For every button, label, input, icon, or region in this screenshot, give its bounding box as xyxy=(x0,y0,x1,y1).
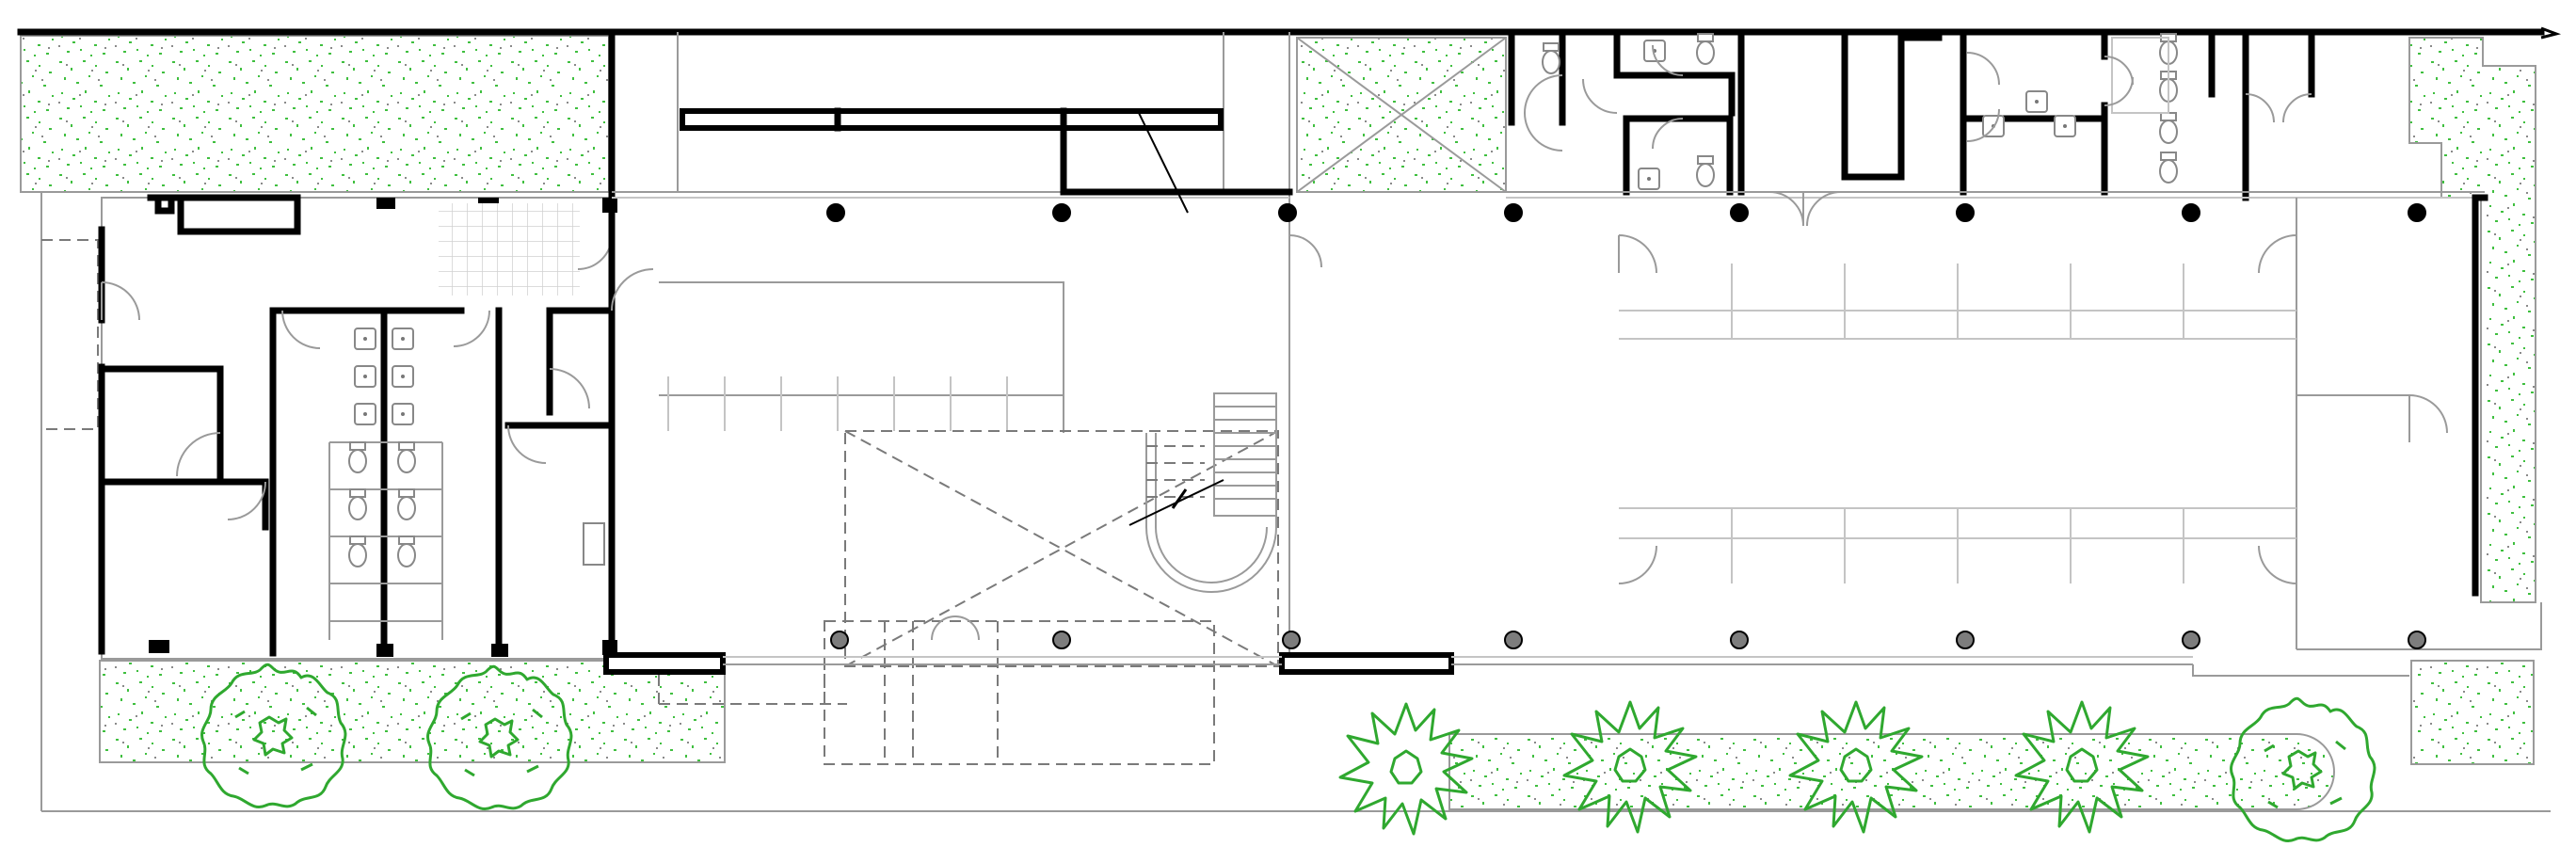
structural-columns xyxy=(826,203,2426,649)
sink-icon xyxy=(392,365,414,388)
toilet-icon xyxy=(397,535,416,567)
planting-bed-right-strip xyxy=(2408,37,2536,603)
toilet-icon xyxy=(1696,33,1715,65)
column-icon xyxy=(1730,631,1749,649)
toilet-icon xyxy=(2159,152,2178,184)
column-icon xyxy=(1052,631,1071,649)
toilet-icon xyxy=(348,535,367,567)
column-icon xyxy=(2182,631,2200,649)
sink-icon xyxy=(354,328,376,350)
column-icon xyxy=(2408,631,2426,649)
column-icon xyxy=(1282,631,1301,649)
tiled-lobby xyxy=(439,203,580,296)
column-icon xyxy=(1504,203,1523,222)
sink-icon xyxy=(1638,168,1660,190)
sink-icon xyxy=(392,403,414,425)
right-hall xyxy=(1288,194,2542,677)
column-icon xyxy=(826,203,845,222)
sink-icon xyxy=(392,328,414,350)
column-icon xyxy=(1278,203,1297,222)
planting-bed-bottom-left xyxy=(99,660,726,763)
column-icon xyxy=(1052,203,1071,222)
column-icon xyxy=(2182,203,2200,222)
central-atrium xyxy=(603,28,1507,765)
service-block-top xyxy=(1505,33,2485,227)
sink-icon xyxy=(354,365,376,388)
column-icon xyxy=(1956,631,1975,649)
toilet-icon xyxy=(348,441,367,473)
site-boundary xyxy=(17,26,2562,812)
column-icon xyxy=(1504,631,1523,649)
column-icon xyxy=(1730,203,1749,222)
column-icon xyxy=(1956,203,1975,222)
sink-icon xyxy=(2054,115,2076,137)
toilet-icon xyxy=(397,488,416,520)
toilet-icon xyxy=(1696,155,1715,187)
column-icon xyxy=(830,631,849,649)
planting-bed-top-left xyxy=(20,35,610,193)
toilet-icon xyxy=(1542,42,1560,74)
sink-icon xyxy=(354,403,376,425)
toilet-block-left xyxy=(328,328,605,640)
stair-icon xyxy=(1128,392,1277,593)
planting-bed-bottom-right xyxy=(2410,660,2535,765)
toilet-icon xyxy=(2159,112,2178,144)
left-wing xyxy=(41,194,617,663)
toilet-icon xyxy=(348,488,367,520)
tree-icon xyxy=(1338,702,1474,836)
column-icon xyxy=(2408,203,2426,222)
sink-icon xyxy=(2025,90,2048,113)
toilet-icon xyxy=(397,441,416,473)
